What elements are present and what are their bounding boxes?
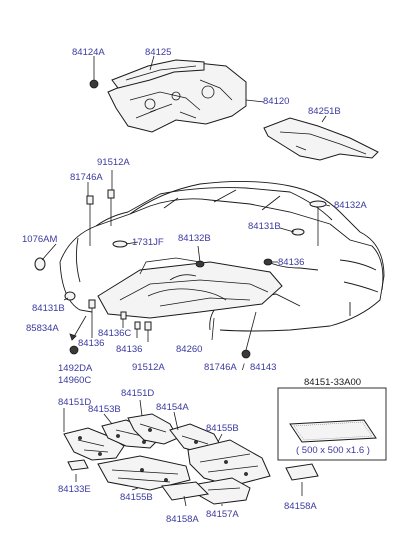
label-84136-left: 84136 [78, 338, 104, 349]
label-84136-mid: 84136 [116, 344, 142, 355]
label-81746A-top: 81746A [70, 172, 103, 183]
label-84157A: 84157A [206, 509, 239, 520]
label-84151-33A00: 84151-33A00 [304, 377, 361, 388]
mat-84155B-bottom [97, 455, 191, 491]
label-84136C: 84136C [98, 328, 131, 339]
label-84154A: 84154A [156, 402, 189, 413]
dash-insulator-84120 [107, 61, 247, 133]
label-1076AM: 1076AM [22, 234, 57, 245]
label-84151D-center: 84151D [121, 388, 154, 399]
plug-84136-right [263, 258, 273, 266]
bolt-1492DA [69, 345, 79, 355]
label-84155B-right: 84155B [206, 423, 239, 434]
floor-carpet-84260 [97, 257, 283, 319]
label-1731JF: 1731JF [132, 237, 164, 248]
label-91512A-bottom: 91512A [132, 362, 165, 373]
grommet-1076AM [34, 257, 46, 271]
clips-91512A-81746A-top [86, 189, 115, 246]
svg-text:/: / [242, 362, 245, 373]
label-84260: 84260 [176, 344, 202, 355]
label-1492DA: 1492DA [58, 363, 93, 374]
label-84131B-left: 84131B [32, 303, 65, 314]
label-500x500: ( 500 x 500 x1.6 ) [296, 445, 370, 456]
label-84155B-bottom: 84155B [120, 492, 153, 503]
mat-84153B [101, 419, 159, 449]
label-84136-right: 84136 [278, 257, 304, 268]
cowl-insulator-84125 [111, 59, 205, 89]
label-84131B-right: 84131B [248, 221, 281, 232]
label-84158A-center: 84158A [166, 514, 199, 525]
label-84158A-right: 84158A [284, 501, 317, 512]
label-84143: 84143 [250, 362, 276, 373]
pad-box-84151-33A00 [277, 387, 387, 461]
label-84153B: 84153B [88, 404, 121, 415]
mat-84158A-right [285, 463, 319, 481]
insulator-84251B [263, 117, 379, 161]
label-84133E: 84133E [58, 484, 91, 495]
mat-84151D-center [127, 413, 179, 445]
mat-84133E [67, 459, 89, 471]
label-85834A: 85834A [26, 323, 59, 334]
label-84132B: 84132B [178, 233, 211, 244]
fasteners-84136-lower [88, 299, 152, 342]
plug-84132A [309, 200, 327, 246]
label-84120: 84120 [263, 96, 289, 107]
clip-84143 [241, 311, 257, 359]
label-91512A-top: 91512A [97, 157, 130, 168]
clip-84124A [89, 64, 99, 89]
label-14960C: 14960C [58, 375, 91, 386]
label-84124A: 84124A [72, 47, 105, 58]
label-84251B: 84251B [308, 106, 341, 117]
plug-84131B-right [291, 228, 305, 236]
mat-84155B-right [187, 439, 271, 487]
label-84125: 84125 [145, 47, 171, 58]
mat-84158A-center [161, 481, 210, 501]
mat-84157A [197, 477, 251, 505]
plug-1731JF [112, 240, 128, 248]
label-84151D-left: 84151D [58, 397, 91, 408]
pin-85834A [69, 315, 87, 341]
mat-84151D-left [63, 427, 125, 461]
label-84132A: 84132A [334, 200, 367, 211]
label-81746A-bottom: 81746A [204, 362, 237, 373]
